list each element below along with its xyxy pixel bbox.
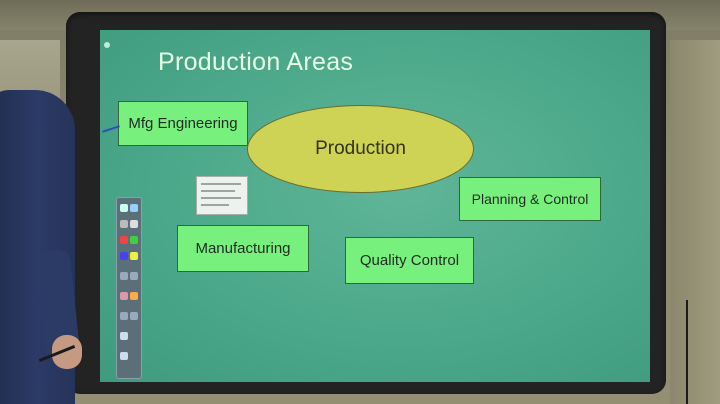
thumb-line — [201, 183, 241, 185]
text-tool-icon[interactable] — [130, 272, 138, 280]
slide-thumbnail[interactable] — [196, 176, 248, 215]
thumb-line — [201, 204, 229, 206]
color-green-icon[interactable] — [130, 236, 138, 244]
production-label: Production — [315, 138, 406, 159]
box-planning-control: Planning & Control — [459, 177, 601, 221]
corner-indicator-icon — [104, 42, 110, 48]
box-manufacturing: Manufacturing — [177, 225, 309, 272]
pen-tool-icon[interactable] — [120, 204, 128, 212]
highlighter-tool-icon[interactable] — [120, 292, 128, 300]
select-tool-icon[interactable] — [130, 204, 138, 212]
shape-tool-icon[interactable] — [130, 220, 138, 228]
settings-icon[interactable] — [120, 352, 128, 360]
box-quality-control: Quality Control — [345, 237, 474, 284]
pen-toolbar[interactable] — [116, 197, 142, 379]
cable — [686, 300, 688, 404]
production-ellipse: Production — [247, 105, 474, 193]
eraser-tool-icon[interactable] — [120, 220, 128, 228]
line-tool-icon[interactable] — [120, 272, 128, 280]
door-frame — [670, 40, 720, 404]
slide-title: Production Areas — [158, 48, 354, 76]
thumb-line — [201, 190, 235, 192]
box-mfg-engineering: Mfg Engineering — [118, 101, 248, 146]
undo-icon[interactable] — [120, 312, 128, 320]
color-red-icon[interactable] — [120, 236, 128, 244]
whiteboard-screen: Production Areas Mfg Engineering Product… — [100, 30, 650, 382]
color-blue-icon[interactable] — [120, 252, 128, 260]
thumb-line — [201, 197, 241, 199]
marker-tool-icon[interactable] — [130, 292, 138, 300]
redo-icon[interactable] — [130, 312, 138, 320]
color-yellow-icon[interactable] — [130, 252, 138, 260]
zoom-icon[interactable] — [120, 332, 128, 340]
